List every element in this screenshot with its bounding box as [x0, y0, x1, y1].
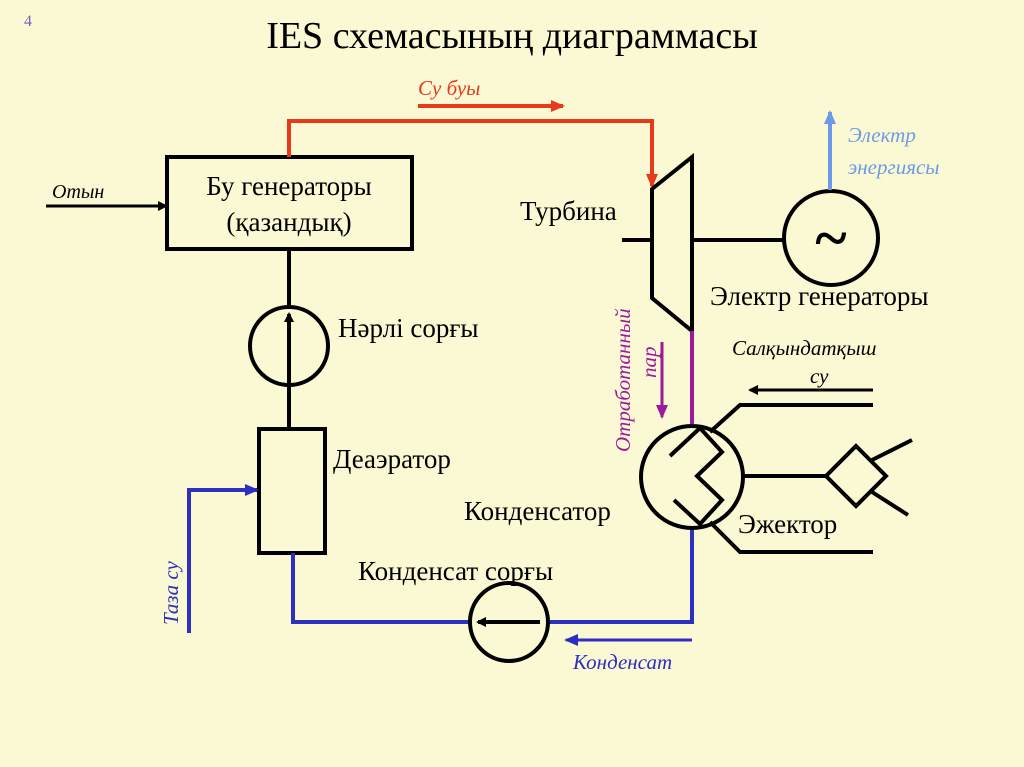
condensate-line-right: [548, 528, 694, 624]
condenser-symbol: [639, 424, 745, 530]
condenser-coil: [668, 425, 725, 527]
clean-water-line: [187, 484, 259, 633]
deaerator-label: Деаэратор: [333, 444, 451, 474]
steam-generator-label-1: Бу генераторы: [206, 171, 372, 201]
electric-energy-label-1: Электр: [848, 123, 916, 147]
electric-generator-symbol: [782, 189, 880, 287]
ejector-outlet-bottom: [870, 490, 910, 517]
steam-line: [287, 119, 658, 188]
fuel-label: Отын: [52, 181, 104, 203]
cooling-water-label-1: Салқындатқыш: [732, 336, 877, 360]
cooling-water-label-2: су: [810, 364, 829, 388]
deaerator-box: [257, 427, 327, 555]
steam-label: Су буы: [418, 76, 480, 100]
condensate-pump-symbol: [468, 581, 550, 663]
cooling-water-pipe-out: [708, 520, 873, 554]
cooling-water-pipe-in: [708, 403, 873, 434]
condensate-label: Конденсат: [572, 650, 672, 674]
clean-water-label: Таза су: [159, 560, 183, 625]
generator-tilde-icon: ~: [815, 205, 846, 271]
ejector-label: Эжектор: [738, 509, 837, 539]
condenser-label: Конденсатор: [464, 496, 611, 526]
turbine-symbol: [650, 152, 694, 336]
steam-generator-label-2: (қазандық): [226, 207, 351, 237]
turbine-label: Турбина: [520, 196, 617, 226]
ejector-symbol: [823, 443, 889, 509]
slide-number: 4: [24, 13, 32, 30]
condensate-line-left: [291, 553, 470, 624]
condensate-pump-label: Конденсат сорғы: [358, 556, 553, 586]
electric-generator-label: Электр генераторы: [710, 281, 929, 311]
ejector-outlet-top: [871, 438, 913, 462]
feed-pump-label: Нәрлі сорғы: [338, 313, 479, 343]
page-title: IES схемасының диаграммасы: [266, 15, 758, 57]
electric-energy-label-2: энергиясы: [848, 155, 940, 179]
exhaust-steam-label-1: Отработанный: [611, 308, 635, 452]
exhaust-steam-label-2: пар: [637, 347, 661, 379]
